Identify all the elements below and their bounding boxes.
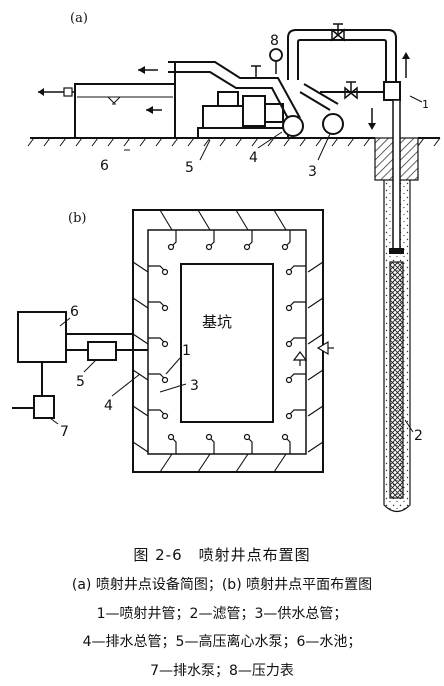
- label-a-8: 8: [270, 33, 279, 49]
- ejector-wells: [148, 230, 306, 454]
- plan-connecting-pipes: [12, 333, 148, 409]
- caption-line-2: 1—喷射井管；2—滤管；3—供水总管；: [96, 606, 348, 622]
- valve-upper: [331, 23, 345, 42]
- diagram-b: (b) 基坑: [12, 209, 334, 473]
- caption-line-4: 7—排水泵；8—压力表: [150, 663, 294, 679]
- drain-main-ring: [132, 209, 324, 473]
- diagram-b-panel-label: (b): [68, 211, 86, 226]
- flow-arrows-left: [138, 66, 162, 114]
- label-b-3: 3: [190, 378, 199, 394]
- plan-drain-pump: [33, 395, 55, 419]
- tank-overflow-pipe: [38, 87, 75, 97]
- figure-title: 图 2-6 喷射井点布置图: [133, 546, 311, 564]
- high-pressure-pump: [197, 91, 289, 139]
- caption-line-3: 4—排水总管；5—高压离心水泵；6—水池；: [82, 634, 362, 650]
- valve-lower: [320, 81, 388, 100]
- diagram-a-panel-label: (a): [70, 11, 88, 26]
- plan-water-tank: [17, 311, 67, 363]
- label-b-4: 4: [104, 398, 113, 414]
- pressure-gauge: [269, 48, 283, 74]
- foundation-pit-label: 基坑: [202, 313, 232, 331]
- supply-main-ring: [147, 229, 307, 455]
- label-a-3: 3: [308, 164, 317, 180]
- well-head: [383, 81, 401, 101]
- foundation-pit: [180, 263, 274, 423]
- label-a-4: 4: [249, 150, 258, 166]
- label-a-1: 1: [422, 98, 429, 111]
- label-a-5: 5: [185, 160, 194, 176]
- diagram-a: (a): [27, 11, 441, 180]
- upper-supply-pipe: [287, 29, 397, 84]
- ring-valves: [292, 340, 334, 366]
- label-b-7: 7: [60, 424, 69, 440]
- drain-manifold: [255, 77, 339, 127]
- plan-high-pressure-pump: [87, 341, 117, 361]
- water-tank: [74, 83, 176, 139]
- label-b-6: 6: [70, 304, 79, 320]
- drain-branches: [132, 209, 324, 473]
- return-pipes: [168, 61, 255, 89]
- diagram-b-leader-lines: [49, 317, 187, 425]
- valve-middle: [251, 65, 261, 78]
- well-section: [374, 99, 419, 513]
- figure-canvas: (a): [12, 11, 441, 513]
- label-a-6: 6: [100, 158, 109, 174]
- drain-pipe-fitting-4: [282, 115, 304, 137]
- caption-line-1: (a) 喷射井点设备简图；(b) 喷射井点平面布置图: [71, 577, 373, 593]
- label-b-5: 5: [76, 374, 85, 390]
- flow-arrows-right: [368, 52, 410, 130]
- label-b-1: 1: [182, 343, 191, 359]
- label-well-2: 2: [414, 428, 423, 444]
- diagram-a-leader-lines: [124, 95, 423, 161]
- supply-pipe-fitting-3: [322, 113, 344, 135]
